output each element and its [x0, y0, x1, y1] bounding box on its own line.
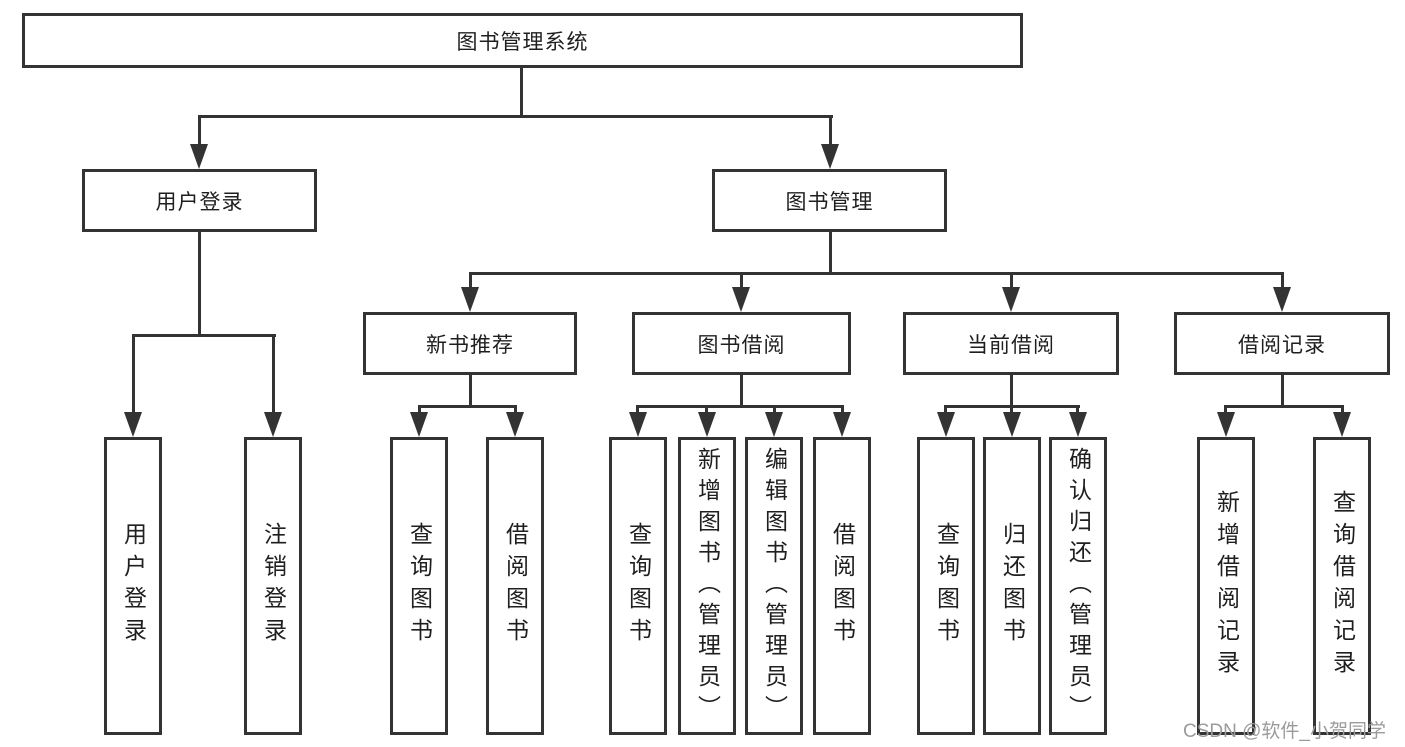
arrow-down-icon [833, 412, 851, 437]
arrow-down-icon [1217, 412, 1235, 437]
connector-line [198, 115, 833, 118]
node-label: 用户登录 [120, 522, 147, 650]
connector-line [1281, 272, 1284, 290]
node-borrowing-records: 借阅记录 [1174, 312, 1390, 375]
leaf-recommend-query-books: 查询图书 [390, 437, 448, 735]
leaf-borrow-books: 借阅图书 [813, 437, 871, 735]
connector-line [1224, 405, 1227, 417]
leaf-query-borrow-record: 查询借阅记录 [1313, 437, 1371, 735]
node-label: 借阅图书 [829, 522, 856, 650]
connector-line [773, 405, 776, 417]
node-label: 借阅图书 [502, 522, 529, 650]
arrow-down-icon [461, 287, 479, 312]
arrow-down-icon [937, 412, 955, 437]
node-label: 借阅记录 [1238, 333, 1326, 357]
node-current-borrowing: 当前借阅 [903, 312, 1119, 375]
node-book-management: 图书管理 [712, 169, 947, 232]
node-label: 查询图书 [406, 522, 433, 650]
connector-line [705, 405, 708, 417]
leaf-recommend-borrow-books: 借阅图书 [486, 437, 544, 735]
node-label: 归还图书 [999, 522, 1026, 650]
connector-line [636, 405, 639, 417]
node-user-login: 用户登录 [82, 169, 317, 232]
connector-line [469, 272, 472, 290]
leaf-return-books: 归还图书 [983, 437, 1041, 735]
leaf-borrow-query-books: 查询图书 [609, 437, 667, 735]
arrow-down-icon [190, 144, 208, 169]
connector-line [1076, 405, 1079, 417]
arrow-down-icon [410, 412, 428, 437]
node-label: 确认归还（管理员） [1065, 446, 1092, 726]
connector-line [841, 405, 844, 417]
node-label: 图书管理系统 [456, 30, 589, 54]
leaf-add-borrow-record: 新增借阅记录 [1197, 437, 1255, 735]
arrow-down-icon [821, 144, 839, 169]
connector-line [829, 232, 832, 275]
arrow-down-icon [124, 412, 142, 437]
connector-line [418, 405, 421, 417]
node-label: 查询图书 [625, 522, 652, 650]
leaf-current-query-books: 查询图书 [917, 437, 975, 735]
leaf-user-login: 用户登录 [104, 437, 162, 735]
connector-line [132, 334, 135, 416]
leaf-logout: 注销登录 [244, 437, 302, 735]
node-label: 查询借阅记录 [1329, 490, 1356, 682]
node-book-borrowing: 图书借阅 [632, 312, 851, 375]
node-label: 注销登录 [260, 522, 287, 650]
connector-line [1341, 405, 1344, 417]
arrow-down-icon [1273, 287, 1291, 312]
leaf-edit-books-admin: 编辑图书（管理员） [745, 437, 803, 735]
csdn-watermark: CSDN @软件_小贺同学 [1183, 721, 1386, 742]
connector-line [514, 405, 517, 417]
node-label: 新增借阅记录 [1213, 490, 1240, 682]
node-label: 当前借阅 [967, 333, 1055, 357]
leaf-confirm-return-admin: 确认归还（管理员） [1049, 437, 1107, 735]
arrow-down-icon [732, 287, 750, 312]
connector-line [469, 375, 472, 408]
node-label: 新书推荐 [426, 333, 514, 357]
arrow-down-icon [1069, 412, 1087, 437]
leaf-add-books-admin: 新增图书（管理员） [678, 437, 736, 735]
connector-line [1010, 375, 1013, 408]
arrow-down-icon [1002, 287, 1020, 312]
node-label: 查询图书 [933, 522, 960, 650]
connector-line [740, 272, 743, 290]
arrow-down-icon [698, 412, 716, 437]
node-new-book-recommendation: 新书推荐 [363, 312, 577, 375]
connector-line [198, 232, 201, 337]
connector-line [740, 375, 743, 408]
arrow-down-icon [765, 412, 783, 437]
connector-line [418, 405, 517, 408]
connector-line [1224, 405, 1344, 408]
connector-line [829, 115, 832, 148]
node-label: 用户登录 [155, 190, 244, 214]
node-label: 图书借阅 [697, 333, 786, 357]
connector-line [636, 405, 844, 408]
connector-line [520, 68, 523, 118]
connector-line [1281, 375, 1284, 408]
connector-line [272, 334, 275, 416]
connector-line [1010, 405, 1013, 417]
arrow-down-icon [629, 412, 647, 437]
node-label: 图书管理 [785, 190, 874, 214]
node-book-management-system: 图书管理系统 [22, 13, 1023, 68]
arrow-down-icon [264, 412, 282, 437]
arrow-down-icon [1003, 412, 1021, 437]
connector-line [1010, 272, 1013, 290]
arrow-down-icon [506, 412, 524, 437]
node-label: 编辑图书（管理员） [761, 446, 788, 726]
node-label: 新增图书（管理员） [694, 446, 721, 726]
connector-line [198, 115, 201, 148]
connector-line [469, 272, 1284, 275]
connector-line [944, 405, 947, 417]
arrow-down-icon [1333, 412, 1351, 437]
connector-line [132, 334, 276, 337]
